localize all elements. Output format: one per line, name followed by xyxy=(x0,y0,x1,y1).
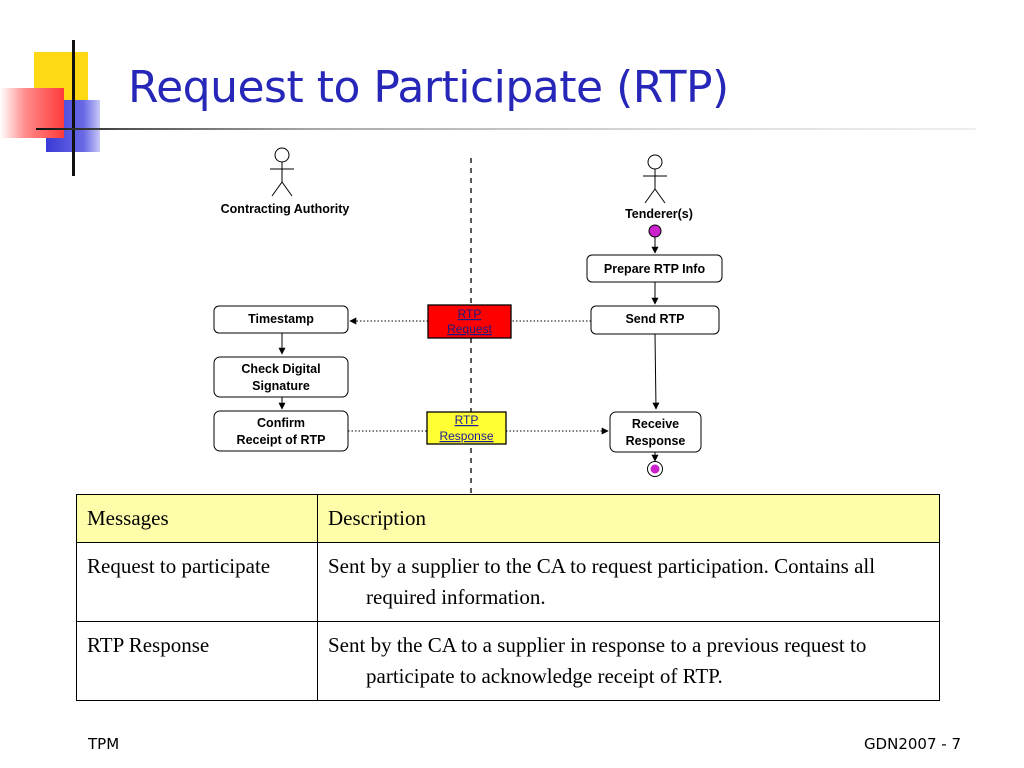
actor-tenderers: Tenderer(s) xyxy=(625,154,693,221)
cell-text: RTP Response xyxy=(87,633,210,657)
svg-text:Check Digital: Check Digital xyxy=(241,362,320,376)
node-confirm-receipt-of-rtp: Confirm Receipt of RTP xyxy=(213,410,349,452)
table-header-description: Description xyxy=(317,494,940,543)
node-check-digital-signature: Check Digital Signature xyxy=(213,356,349,398)
actor-label-contracting-authority: Contracting Authority xyxy=(221,202,350,216)
table-header-messages: Messages xyxy=(76,494,318,543)
message-rtp-request: RTP Request xyxy=(427,304,512,339)
svg-text:Signature: Signature xyxy=(252,379,310,393)
actor-label-tenderers: Tenderer(s) xyxy=(625,207,693,221)
node-timestamp: Timestamp xyxy=(213,305,349,334)
node-prepare-rtp-info: Prepare RTP Info xyxy=(586,254,723,283)
table-row: RTP Response Sent by the CA to a supplie… xyxy=(76,621,940,701)
footer-left: TPM xyxy=(88,735,120,753)
table-cell-message: Request to participate xyxy=(76,542,318,622)
table-cell-description: Sent by a supplier to the CA to request … xyxy=(317,542,940,622)
cell-text: Sent by the CA to a supplier in response… xyxy=(328,633,867,688)
final-state-marker xyxy=(647,461,663,477)
svg-text:Response: Response xyxy=(439,429,493,443)
actor-contracting-authority: Contracting Authority xyxy=(221,147,350,216)
table-row: Request to participate Sent by a supplie… xyxy=(76,542,940,622)
svg-text:Response: Response xyxy=(626,434,686,448)
svg-text:Timestamp: Timestamp xyxy=(248,312,314,326)
actor-head xyxy=(274,147,290,163)
svg-text:Send RTP: Send RTP xyxy=(625,312,684,326)
initial-state-marker xyxy=(648,224,662,238)
svg-text:Request: Request xyxy=(447,322,492,336)
node-send-rtp: Send RTP xyxy=(590,305,720,335)
svg-text:Receive: Receive xyxy=(632,417,679,431)
actor-head xyxy=(647,154,663,170)
table-cell-description: Sent by the CA to a supplier in response… xyxy=(317,621,940,701)
footer-page-number: GDN2007 - 7 xyxy=(863,735,961,753)
deco-horizontal-line xyxy=(36,128,976,130)
cell-text: Request to participate xyxy=(87,554,271,578)
svg-text:RTP: RTP xyxy=(455,413,479,427)
svg-text:Prepare RTP Info: Prepare RTP Info xyxy=(604,262,706,276)
svg-text:Confirm: Confirm xyxy=(257,416,305,430)
node-receive-response: Receive Response xyxy=(609,411,702,453)
svg-text:RTP: RTP xyxy=(458,307,482,321)
messages-table: Messages Description Request to particip… xyxy=(76,494,940,701)
table-header-row: Messages Description xyxy=(76,494,940,543)
message-rtp-response: RTP Response xyxy=(426,411,507,445)
table-cell-message: RTP Response xyxy=(76,621,318,701)
page-title: Request to Participate (RTP) xyxy=(128,62,729,113)
cell-text: Sent by a supplier to the CA to request … xyxy=(328,554,876,609)
rtp-activity-diagram: Contracting Authority Tenderer(s) Prepar… xyxy=(213,147,723,494)
deco-vertical-line xyxy=(72,40,75,176)
svg-text:Receipt of RTP: Receipt of RTP xyxy=(237,433,326,447)
